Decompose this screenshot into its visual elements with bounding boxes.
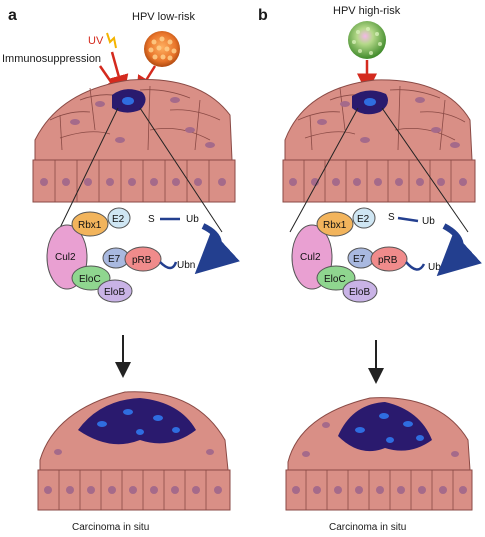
panel-a: a HPV low-risk UV Immunosuppression: [2, 7, 240, 533]
zoom-line-left-a: [57, 107, 119, 233]
immunosuppression-label: Immunosuppression: [2, 53, 101, 65]
elob-label: EloB: [104, 287, 125, 298]
uv-spark-icon: [106, 32, 117, 49]
panel-letter-a: a: [8, 7, 17, 24]
eloc-label: EloC: [324, 274, 346, 285]
ubn-label: Ubn: [177, 260, 195, 271]
carcinoma-tissue-a: [37, 391, 231, 511]
e2-label: E2: [357, 214, 370, 225]
zoom-line-right-b: [381, 107, 469, 233]
prb-label: pRB: [132, 255, 152, 266]
cul2-label: Cul2: [55, 252, 76, 263]
eloc-label: EloC: [79, 274, 101, 285]
panel-b: b HPV high-risk: [258, 5, 482, 533]
rbx1-label: Rbx1: [323, 220, 347, 231]
ubiquitin-ligase-complex-a: Cul2 Rbx1 E2 S Ub E7 pRB EloC EloB Ubn: [46, 207, 240, 303]
e7-label: E7: [108, 254, 121, 265]
zoom-line-right-a: [139, 107, 223, 233]
e7-label: E7: [353, 254, 366, 265]
e2-label: E2: [112, 214, 125, 225]
ub-label: Ub: [422, 216, 435, 227]
hpv-high-risk-label: HPV high-risk: [333, 5, 401, 17]
hpv-high-risk-virus-icon: [348, 21, 386, 59]
epithelium-a: [32, 78, 236, 203]
elob-label: EloB: [349, 287, 370, 298]
rbx1-label: Rbx1: [78, 220, 102, 231]
caption-b: Carcinoma in situ: [329, 522, 406, 533]
s-label: S: [148, 214, 155, 225]
ubiquitination-arrow-icon: [436, 223, 482, 277]
s-label: S: [388, 212, 395, 223]
hpv-low-risk-virus-icon: [144, 31, 180, 67]
panel-letter-b: b: [258, 7, 268, 24]
caption-a: Carcinoma in situ: [72, 522, 149, 533]
ub-label: Ub: [186, 214, 199, 225]
uv-label: UV: [88, 35, 104, 47]
prb-label: pRB: [378, 255, 398, 266]
epithelium-b: [282, 79, 476, 203]
ubiquitin-ligase-complex-b: Cul2 Rbx1 E2 S Ub E7 pRB EloC EloB Ubn: [291, 207, 482, 303]
cul2-label: Cul2: [300, 252, 321, 263]
carcinoma-tissue-b: [285, 397, 473, 511]
zoom-line-left-b: [289, 107, 359, 233]
hpv-low-risk-label: HPV low-risk: [132, 11, 195, 23]
ubiquitination-arrow-icon: [194, 223, 240, 275]
ubn-label: Ubn: [428, 262, 446, 273]
